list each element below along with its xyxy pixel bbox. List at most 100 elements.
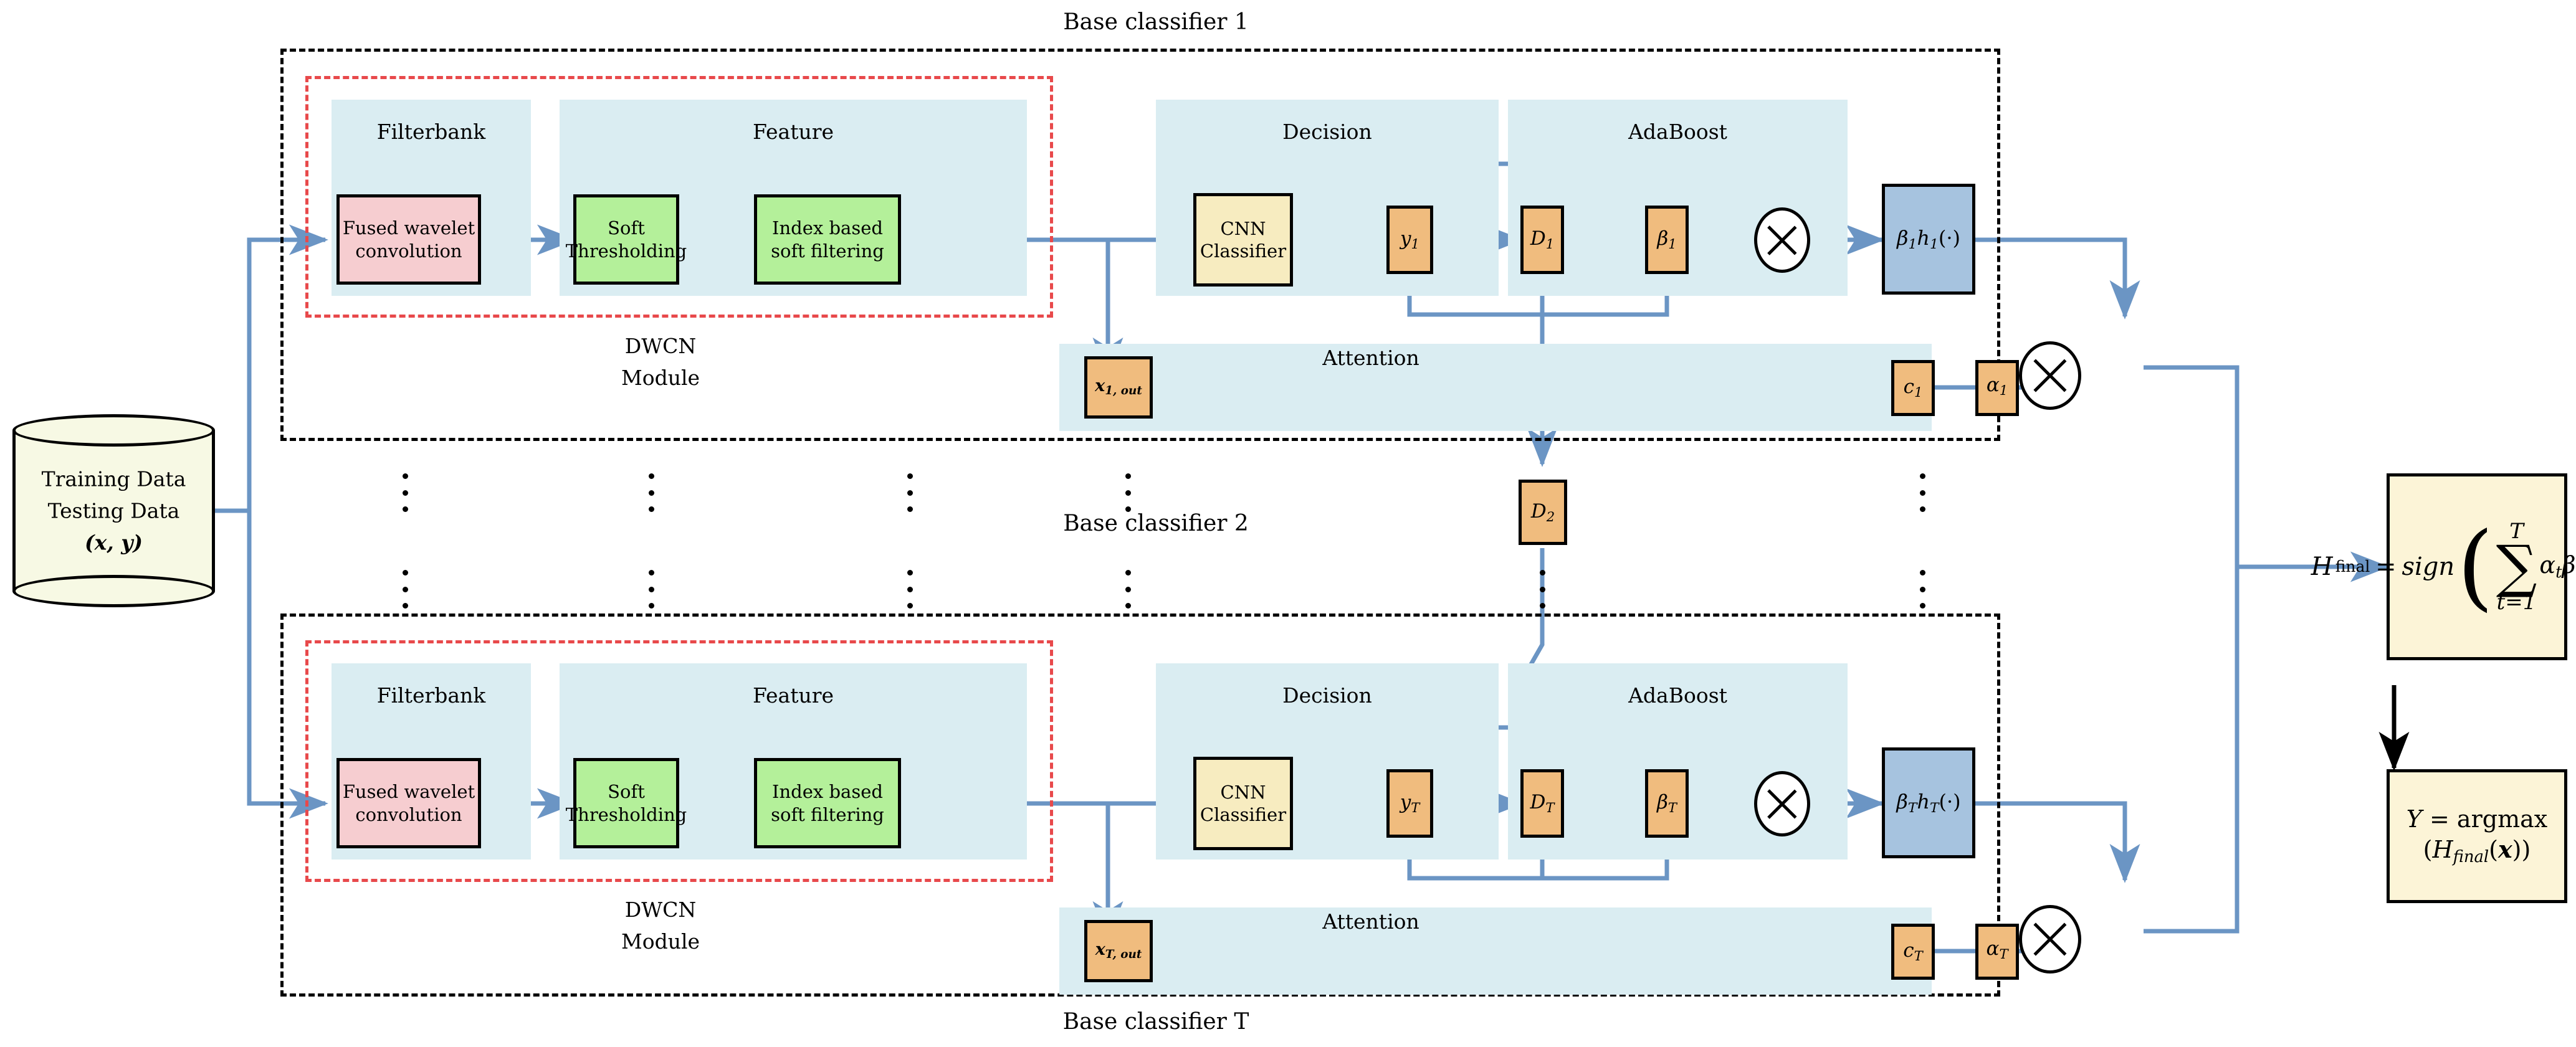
- base-classifier-T-title: Base classifier T: [1062, 1009, 1249, 1035]
- c1-box[interactable]: c1: [1891, 360, 1935, 416]
- cT-sub: T: [1914, 948, 1923, 964]
- bhT-s1: T: [1907, 800, 1917, 816]
- c1-sub: 1: [1914, 384, 1923, 400]
- D2-sub: 2: [1546, 508, 1555, 524]
- decision-title-1: Decision: [1282, 120, 1372, 144]
- y1-box[interactable]: y1: [1386, 206, 1433, 274]
- soft-thresholding-box-T[interactable]: Soft Thresholding: [566, 758, 687, 848]
- DT-box[interactable]: DT: [1520, 769, 1564, 838]
- beta1-box[interactable]: β1: [1645, 206, 1689, 274]
- betaT-sub: T: [1667, 800, 1677, 816]
- fused-wavelet-convolution-box-T[interactable]: Fused wavelet convolution: [336, 758, 481, 848]
- attention-group-T: [1059, 907, 1932, 995]
- decision-title-T: Decision: [1282, 683, 1372, 708]
- index-filter-text-T: Index based soft filtering: [771, 780, 884, 826]
- y1-text: y1: [1400, 227, 1419, 252]
- hfinal-H: H: [2311, 552, 2333, 581]
- x1out-sub: 1, out: [1105, 384, 1142, 398]
- base-classifier-1-boundary: [280, 49, 2000, 441]
- filterbank-title-T: Filterbank: [376, 683, 486, 708]
- x1-out-text: x1, out: [1095, 376, 1142, 399]
- yT-sub: T: [1411, 800, 1420, 816]
- ifT-l2: soft filtering: [771, 803, 884, 825]
- bh1-s2: 1: [1929, 236, 1939, 252]
- alphaT-box[interactable]: [1975, 924, 2019, 980]
- sum-upper: T: [2509, 519, 2524, 544]
- c1-text: c1: [1904, 375, 1923, 400]
- xT-out-box[interactable]: xT, out: [1084, 920, 1153, 982]
- bhT-tail: (·): [1939, 789, 1961, 813]
- attention-title-1: Attention: [1322, 346, 1419, 370]
- D2-box[interactable]: D2: [1519, 480, 1567, 545]
- index-based-soft-filtering-box-1[interactable]: Index based soft filtering: [754, 194, 901, 285]
- argmax-formula-box[interactable]: Y = argmax (Hfinal(x)): [2387, 769, 2567, 903]
- yT-box[interactable]: yT: [1386, 769, 1433, 838]
- vdots-6: [402, 570, 408, 609]
- fused-wavelet-convolution-box-1[interactable]: Fused wavelet convolution: [336, 194, 481, 285]
- x1out-sym: x: [1095, 376, 1105, 396]
- vdots-10: [1919, 570, 1925, 609]
- bh1-tail: (·): [1938, 225, 1960, 250]
- cnn-classifier-box-1[interactable]: CNN Classifier: [1193, 193, 1293, 287]
- beta1-text: β1: [1657, 227, 1676, 252]
- base-classifier-T-boundary: [280, 614, 2000, 997]
- dwcn-module-label-T: DWCN Module: [542, 894, 779, 957]
- betaT-hT-box[interactable]: βThT(·): [1882, 747, 1975, 858]
- base-classifier-1-title: Base classifier 1: [1063, 9, 1249, 35]
- beta1-sub: 1: [1668, 236, 1677, 252]
- attention-group-1: [1059, 344, 1932, 431]
- beta1-h1-box[interactable]: β1h1(·): [1882, 184, 1975, 295]
- cnn-classifier-box-T[interactable]: CNN Classifier: [1193, 757, 1293, 850]
- DT-sub: T: [1545, 800, 1555, 816]
- hfinal-eq: =: [2375, 552, 2397, 581]
- xTout-sub: T, out: [1105, 948, 1142, 962]
- alpha1-box[interactable]: [1975, 360, 2019, 416]
- data-store-label: Training Data Testing Data (x, y): [12, 463, 215, 558]
- x1-out-box[interactable]: x1, out: [1084, 356, 1153, 419]
- attention-title-T: Attention: [1322, 909, 1419, 934]
- soft-thresholding-text-T: Soft Thresholding: [566, 780, 687, 826]
- c1-sym: c: [1903, 376, 1914, 399]
- bhT-h: h: [1917, 789, 1930, 813]
- D1-sym: D: [1530, 227, 1546, 250]
- D1-text: D1: [1530, 227, 1554, 252]
- paren-open: (: [2457, 512, 2494, 621]
- beta1-h1-text: β1h1(·): [1897, 225, 1960, 253]
- D2-sym: D: [1530, 500, 1547, 523]
- alphaT-sub: T: [1999, 945, 2008, 962]
- y1-sub: 1: [1411, 236, 1419, 252]
- argmax-Y: Y: [2406, 805, 2422, 833]
- soft-thresholding-box-1[interactable]: Soft Thresholding: [566, 194, 687, 285]
- stT-l1: Soft: [608, 781, 645, 803]
- betaT-box[interactable]: βT: [1645, 769, 1689, 838]
- alpha1-sub: 1: [1999, 382, 2008, 398]
- cylinder-bottom: [12, 575, 215, 607]
- cT-box[interactable]: cT: [1891, 924, 1935, 980]
- if-l1: Index based: [772, 217, 883, 239]
- index-based-soft-filtering-box-T[interactable]: Index based soft filtering: [754, 758, 901, 848]
- vdots-5: [1919, 473, 1925, 512]
- yT-sym: y: [1400, 791, 1411, 814]
- xy-label: (x, y): [84, 530, 143, 555]
- betaT-text: βT: [1657, 790, 1677, 816]
- vdots-4: [1125, 473, 1131, 512]
- data-store-cylinder: Training Data Testing Data (x, y): [12, 414, 215, 607]
- xTout-sym: x: [1095, 940, 1105, 960]
- vdots-7: [648, 570, 654, 609]
- training-data-label: Training Data: [41, 467, 186, 491]
- fwT-l2: convolution: [355, 803, 462, 825]
- h-final-formula-box[interactable]: Hfinal = sign ( T ∑ t=1 αtβtht ): [2311, 473, 2576, 660]
- D1-box[interactable]: D1: [1520, 206, 1564, 274]
- xT-out-text: xT, out: [1095, 939, 1142, 962]
- index-filter-text-1: Index based soft filtering: [771, 217, 884, 262]
- feature-title-T: Feature: [752, 683, 834, 708]
- bhT-b: β: [1896, 789, 1908, 813]
- base-classifier-2-title: Base classifier 2: [1063, 511, 1249, 536]
- cylinder-body: [12, 430, 215, 591]
- bh1-b: β: [1897, 225, 1909, 250]
- fw-l2: convolution: [355, 240, 462, 262]
- dwcn-label-line2: Module: [621, 366, 700, 391]
- DT-sym: D: [1530, 791, 1546, 814]
- dwcn-module-boundary-1: [305, 76, 1053, 318]
